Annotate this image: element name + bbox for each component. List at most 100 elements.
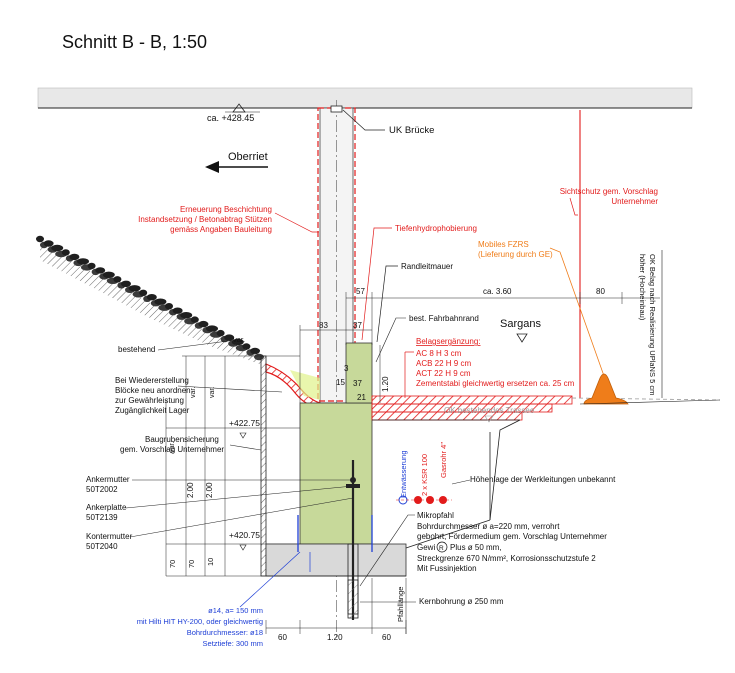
sichtschutz: Sichtschutz gem. Vorschlag Unternehmer [560, 110, 658, 398]
svg-text:Kontermutter: Kontermutter [86, 532, 133, 541]
svg-text:Belagsergänzung:: Belagsergänzung: [416, 337, 481, 346]
dim-200: 2.00 2.00 +420.75 70 70 10 [168, 482, 260, 568]
svg-text:2.00: 2.00 [205, 482, 214, 498]
svg-text:10: 10 [206, 558, 215, 566]
svg-text:+422.75: +422.75 [229, 418, 260, 428]
svg-text:Sichtschutz gem. Vorschlag: Sichtschutz gem. Vorschlag [560, 187, 658, 196]
label-erneuerung: Erneuerung Beschichtung Instandsetzung /… [138, 205, 319, 234]
elevation-marker-top: ca. +428.45 [207, 103, 260, 123]
embankment-stone [43, 240, 54, 247]
elevation-42275: +422.75 [229, 418, 260, 439]
svg-text:OK Belag nach Realisierung UPl: OK Belag nach Realisierung UPlaNS 5 cm [648, 254, 657, 395]
embankment-stone [95, 267, 106, 274]
svg-text:37: 37 [353, 379, 362, 388]
embankment-stone [87, 262, 96, 270]
svg-text:best. Fahrbahnrand: best. Fahrbahnrand [409, 314, 479, 323]
svg-text:Mobiles FZRS: Mobiles FZRS [478, 240, 529, 249]
embankment-stone [190, 316, 199, 323]
embankment-stone [206, 325, 218, 332]
svg-text:var.: var. [190, 387, 197, 398]
svg-text:var.: var. [209, 387, 216, 398]
svg-text:Oberriet: Oberriet [228, 151, 268, 163]
embankment-stone [69, 253, 80, 261]
replacement-blocks [265, 363, 321, 409]
svg-text:60: 60 [382, 633, 391, 642]
svg-text:Bohrdurchmesser ø a=220 mm, ve: Bohrdurchmesser ø a=220 mm, verrohrt [417, 522, 560, 531]
svg-text:60: 60 [278, 633, 287, 642]
label-baugrube: Baugrubensicherung gem. Vorschlag Untern… [120, 435, 262, 454]
embankment-stone [51, 244, 64, 252]
svg-text:var.: var. [169, 442, 176, 453]
svg-text:Gewi: Gewi [417, 543, 435, 552]
embankment-stone [154, 298, 167, 305]
svg-text:57: 57 [356, 287, 365, 296]
svg-text:37: 37 [353, 321, 362, 330]
svg-text:Unternehmer: Unternehmer [611, 197, 658, 206]
svg-text:2 x KSR 100: 2 x KSR 100 [420, 454, 429, 496]
label-ankerplatte: Ankerplatte 50T2139 [86, 485, 354, 522]
embankment-stone [77, 258, 89, 265]
embankment-stone [61, 249, 70, 256]
embankment-stone [180, 312, 193, 319]
svg-text:ACB 22 H 9 cm: ACB 22 H 9 cm [416, 359, 471, 368]
bridge-deck [37, 87, 693, 109]
label-ok-trassee: OK bestehendes Trassee [444, 406, 535, 423]
svg-text:AC 8 H 3 cm: AC 8 H 3 cm [416, 349, 462, 358]
label-kontermutter: Kontermutter 50T2040 [86, 497, 354, 551]
svg-text:höher (Hocheinbau): höher (Hocheinbau) [638, 254, 647, 321]
svg-text:70: 70 [187, 560, 196, 568]
svg-text:2.00: 2.00 [186, 482, 195, 498]
embankment-stone [113, 276, 122, 283]
svg-text:Ankermutter: Ankermutter [86, 475, 130, 484]
svg-text:bestehend: bestehend [118, 345, 155, 354]
embankment-stone [146, 294, 157, 301]
svg-text:Blöcke neu anordnen: Blöcke neu anordnen [115, 386, 191, 395]
label-fahrbahnrand: best. Fahrbahnrand [375, 314, 479, 363]
embankment-stone [216, 329, 225, 337]
label-sargans: Sargans [500, 318, 541, 343]
svg-text:Höhenlage der Werkleitungen un: Höhenlage der Werkleitungen unbekannt [470, 475, 616, 484]
sheet-pile-wall [260, 355, 267, 577]
svg-text:Instandsetzung / Betonabtrag S: Instandsetzung / Betonabtrag Stützen [138, 215, 272, 224]
svg-text:Kernbohrung ø 250 mm: Kernbohrung ø 250 mm [419, 597, 504, 606]
label-bloecke: Bei Wiedererstellung Blöcke neu anordnen… [115, 376, 283, 415]
svg-text:ø14, a= 150 mm: ø14, a= 150 mm [208, 606, 263, 615]
svg-text:Bohrdurchmesser: ø18: Bohrdurchmesser: ø18 [187, 628, 263, 637]
dim-var-columns: var. var. var. [165, 355, 300, 577]
svg-text:OK bestehendes Trassee: OK bestehendes Trassee [444, 406, 535, 415]
label-kernbohrung: Pfahllänge Kernbohrung ø 250 mm [360, 578, 504, 634]
utilities: Entwässerung 2 x KSR 100 Gasrohr 4" Höhe… [396, 432, 616, 549]
label-tiefenhydro: Tiefenhydrophobierung [361, 224, 477, 341]
svg-text:Erneuerung Beschichtung: Erneuerung Beschichtung [180, 205, 272, 214]
label-uk-bruecke: UK Brücke [342, 109, 434, 136]
svg-text:Setztiefe: 300 mm: Setztiefe: 300 mm [203, 639, 263, 648]
svg-text:ca. 3.60: ca. 3.60 [483, 287, 512, 296]
svg-text:UK Brücke: UK Brücke [389, 125, 434, 136]
embankment-stone [242, 343, 251, 350]
svg-text:Sargans: Sargans [500, 318, 541, 330]
svg-text:mit Hilti HIT HY-200, oder gle: mit Hilti HIT HY-200, oder gleichwertig [137, 617, 263, 626]
svg-text:1.20: 1.20 [327, 633, 343, 642]
svg-text:80: 80 [596, 287, 605, 296]
svg-text:R: R [439, 545, 444, 552]
drawing-title: Schnitt B - B, 1:50 [62, 32, 208, 52]
mobile-barrier [579, 373, 721, 405]
svg-text:15: 15 [336, 378, 345, 387]
dim-top: 57 ca. 3.60 80 83 37 37 3 15 21 1.20 [299, 287, 660, 403]
svg-text:Randleitmauer: Randleitmauer [401, 262, 453, 271]
svg-text:1.20: 1.20 [381, 376, 390, 392]
svg-text:70: 70 [168, 560, 177, 568]
label-mobiles-fzrs: Mobiles FZRS (Lieferung durch GE) [478, 240, 605, 377]
embankment-stone [139, 289, 148, 296]
svg-text:Baugrubensicherung: Baugrubensicherung [145, 435, 219, 444]
label-anker-blue: ø14, a= 150 mm mit Hilti HIT HY-200, ode… [137, 551, 301, 648]
foundation [265, 342, 407, 577]
svg-text:gemäss Angaben Bauleitung: gemäss Angaben Bauleitung [170, 225, 272, 234]
svg-text:var.: var. [233, 335, 245, 344]
label-ankermutter: Ankermutter 50T2002 [86, 475, 353, 494]
svg-text:3: 3 [344, 364, 349, 373]
svg-text:Plus ø 50 mm,: Plus ø 50 mm, [450, 543, 502, 552]
label-belagsergaenzung: Belagsergänzung: AC 8 H 3 cm ACB 22 H 9 … [404, 337, 575, 398]
